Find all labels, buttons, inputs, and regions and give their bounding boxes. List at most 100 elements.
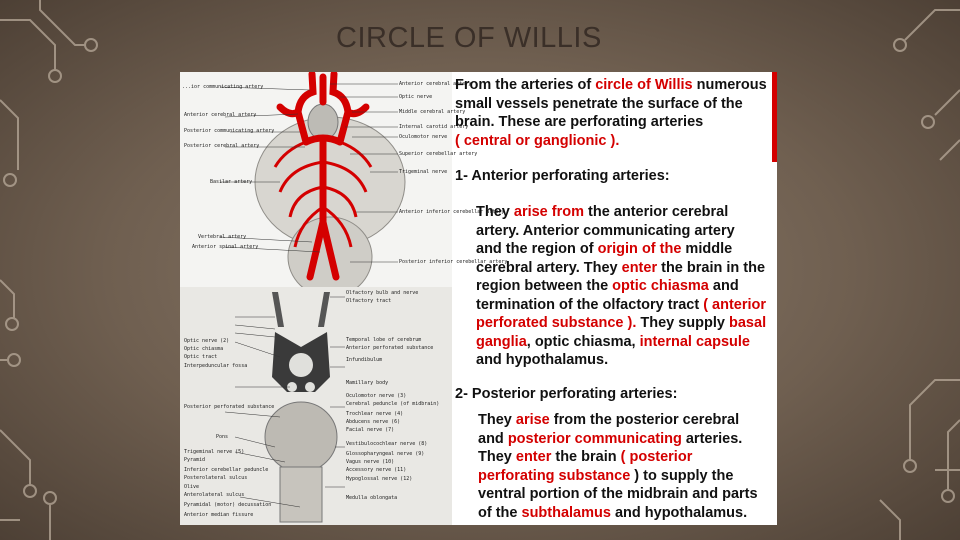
label-b-interpeduncular: Interpeduncular fossa — [184, 363, 248, 369]
label-anterior-spinal: Anterior spinal artery — [192, 244, 259, 250]
text-line: region between the optic chiasma and — [476, 277, 766, 296]
highlighted-text: origin of the — [597, 241, 682, 257]
highlighted-text: enter — [621, 259, 658, 276]
label-r-middle-cerebral: Middle cerebral artery — [399, 109, 466, 115]
text-line: They enter the brain ( posterior — [478, 448, 758, 467]
label-b-olfactory-bulb: Olfactory bulb and nerve — [346, 290, 419, 296]
text-segment: and — [478, 430, 508, 447]
arteries-illustration — [219, 72, 406, 298]
label-b-pons: Pons — [216, 434, 229, 440]
text-line: and posterior communicating arteries. — [478, 430, 758, 449]
posterior-heading: 2- Posterior perforating arteries: — [455, 386, 678, 402]
label-b-pyramid: Pyramid — [184, 457, 206, 463]
text-line: and the region of origin of the middle — [476, 240, 766, 259]
label-anterior-communicating: ...ior communicating artery — [182, 84, 264, 90]
text-line: They arise from the anterior cerebral — [476, 203, 766, 222]
label-r-superior-cerebellar: Superior cerebellar artery — [399, 151, 478, 157]
text-segment: numerous — [692, 77, 767, 93]
label-b-mamillary: Mamillary body — [346, 380, 389, 386]
text-line: and hypothalamus. — [476, 351, 766, 370]
text-line: ganglia, optic chiasma, internal capsule — [476, 333, 766, 352]
label-b-posterolateral-sulcus: Posterolateral sulcus — [184, 475, 248, 481]
label-b-facial: Facial nerve (7) — [346, 427, 395, 433]
text-line: artery. Anterior communicating artery — [476, 222, 766, 241]
brainstem-illustration — [224, 292, 345, 523]
text-line: small vessels penetrate the surface of t… — [455, 95, 767, 114]
label-b-oculomotor: Oculomotor nerve (3) — [346, 393, 407, 399]
text-segment: and — [708, 278, 739, 294]
label-anterior-cerebral: Anterior cerebral artery — [184, 112, 257, 118]
brainstem-figure: Optic nerve (2) Optic chiasma Optic trac… — [180, 287, 452, 525]
text-segment: They — [476, 204, 514, 220]
label-b-anterolateral-sulcus: Anterolateral sulcus — [184, 492, 245, 498]
label-b-trigeminal: Trigeminal nerve (5) — [184, 449, 245, 455]
label-b-pyramidal-decussation: Pyramidal (motor) decussation — [184, 502, 272, 508]
highlighted-text: internal capsule — [639, 333, 750, 350]
label-r-anterior-cerebral: Anterior cerebral artery — [399, 81, 472, 87]
text-segment: termination of the olfactory tract — [476, 296, 704, 313]
text-line: of the subthalamus and hypothalamus. — [478, 504, 758, 523]
highlighted-text: optic chiasma — [612, 278, 709, 294]
text-segment: the brain — [551, 449, 621, 465]
highlighted-text: enter — [515, 449, 552, 465]
text-line: termination of the olfactory tract ( ant… — [476, 296, 766, 315]
text-segment: and hypothalamus. — [476, 352, 609, 368]
highlighted-text: basal — [729, 315, 767, 331]
label-b-posterior-perforated: Posterior perforated substance — [184, 404, 275, 410]
highlighted-text: ( central or ganglionic ). — [455, 132, 620, 149]
text-line: ventral portion of the midbrain and part… — [478, 485, 758, 504]
highlighted-text: perforated substance ). — [476, 315, 637, 331]
highlighted-text: perforating substance — [478, 467, 631, 484]
text-line: perforating substance ) to supply the — [478, 467, 758, 486]
text-segment: , optic chiasma, — [526, 333, 640, 350]
label-b-olfactory-tract: Olfactory tract — [346, 298, 392, 304]
text-segment: and the region of — [476, 241, 598, 257]
text-segment: artery. Anterior communicating artery — [476, 222, 735, 239]
highlighted-text: arise — [515, 412, 550, 428]
label-r-anterior-inferior-cerebellar: Anterior inferior cerebellar artery — [399, 209, 505, 215]
label-b-anterior-perforated: Anterior perforated substance — [346, 345, 434, 351]
accent-bar — [772, 72, 777, 162]
label-r-internal-carotid: Internal carotid artery — [399, 124, 469, 130]
text-line: cerebral artery. They enter the brain in… — [476, 259, 766, 278]
label-b-accessory: Accessory nerve (11) — [346, 467, 407, 473]
text-segment: From the arteries of — [455, 77, 596, 93]
text-line: They arise from the posterior cerebral — [478, 411, 758, 430]
text-segment: middle — [681, 241, 733, 257]
text-line: ( central or ganglionic ). — [455, 132, 767, 151]
label-b-inferior-cerebellar-peduncle: Inferior cerebellar peduncle — [184, 467, 269, 473]
highlighted-text: subthalamus — [521, 504, 611, 521]
label-b-vagus: Vagus nerve (10) — [346, 459, 395, 465]
text-line: perforated substance ). They supply basa… — [476, 314, 766, 333]
highlighted-text: posterior communicating — [507, 430, 682, 447]
label-b-optic-tract: Optic tract — [184, 354, 218, 360]
text-segment: They — [478, 449, 516, 465]
label-b-medulla: Medulla oblongata — [346, 495, 398, 501]
highlighted-text: ( posterior — [620, 449, 693, 465]
label-r-posterior-inferior-cerebellar: Posterior inferior cerebellar artery — [399, 259, 508, 265]
label-b-optic-chiasma: Optic chiasma — [184, 346, 224, 352]
text-segment: from the posterior cerebral — [549, 412, 740, 428]
text-segment: arteries. — [681, 430, 743, 447]
text-segment: cerebral artery. They — [476, 259, 622, 276]
label-b-anterior-median-fissure: Anterior median fissure — [184, 512, 254, 518]
text-segment: and hypothalamus. — [610, 504, 748, 521]
text-segment: They supply — [636, 315, 730, 331]
text-segment: region between the — [476, 278, 613, 294]
label-b-vestibulocochlear: Vestibulocochlear nerve (8) — [346, 441, 428, 447]
text-line: brain. These are perforating arteries — [455, 113, 767, 132]
label-b-olive: Olive — [184, 484, 200, 490]
content-panel: ...ior communicating artery Anterior cer… — [180, 72, 777, 525]
text-line: From the arteries of circle of Willis nu… — [455, 76, 767, 95]
label-basilar: Basilar artery — [210, 179, 253, 185]
label-r-trigeminal: Trigeminal nerve — [399, 169, 448, 175]
text-segment: the brain in the — [657, 259, 766, 276]
label-r-optic-nerve: Optic nerve — [399, 94, 433, 100]
label-b-optic-nerve: Optic nerve (2) — [184, 338, 230, 344]
anterior-paragraph: They arise from the anterior cerebral ar… — [476, 203, 766, 370]
label-r-oculomotor: Oculomotor nerve — [399, 134, 448, 140]
text-segment: the anterior cerebral — [584, 204, 729, 220]
text-segment: of the — [478, 504, 522, 521]
